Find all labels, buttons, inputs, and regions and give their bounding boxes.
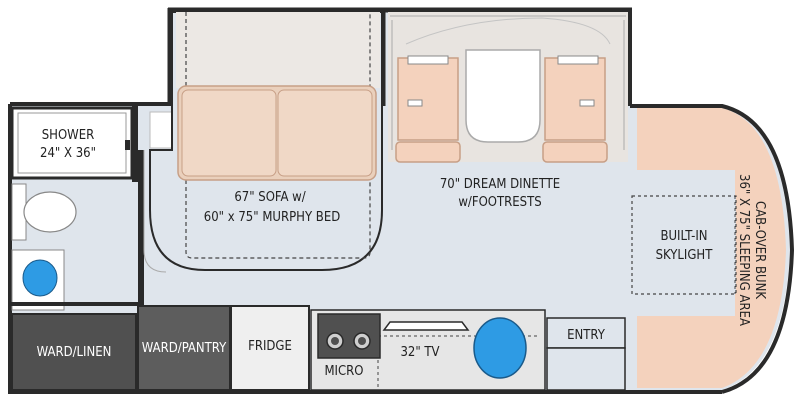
tv-label: 32" TV xyxy=(400,345,439,360)
shower-size-label: 24" X 36" xyxy=(40,146,96,161)
shower-drain-icon xyxy=(125,140,130,150)
sofa-side-table xyxy=(149,111,173,149)
ward-linen-cabinet: WARD/LINEN xyxy=(11,313,137,391)
ward-pantry-label: WARD/PANTRY xyxy=(142,341,227,356)
dinette-label: 70" DREAM DINETTE xyxy=(440,177,560,192)
sofa-cushion-left xyxy=(181,89,277,177)
bath-door-wall xyxy=(138,150,144,306)
sofa-label: 67" SOFA w/ xyxy=(234,190,305,205)
bath-wall xyxy=(132,106,138,182)
shower-label: SHOWER xyxy=(42,128,95,143)
cabover-bunk: CAB-OVER BUNK 36" X 75" SLEEPING AREA xyxy=(734,174,767,326)
bathroom-sink xyxy=(11,249,65,311)
walls xyxy=(8,7,795,394)
kitchen-sink-icon xyxy=(473,317,527,379)
dream-dinette: 70" DREAM DINETTE w/FOOTRESTS xyxy=(388,12,628,210)
fridge: FRIDGE xyxy=(230,305,310,391)
micro-label: MICRO xyxy=(324,364,363,379)
fridge-label: FRIDGE xyxy=(248,339,292,354)
footrests-label: w/FOOTRESTS xyxy=(458,195,541,210)
dinette-bench-left xyxy=(397,57,459,141)
murphy-bed-label: 60" x 75" MURPHY BED xyxy=(204,210,340,225)
tv-icon xyxy=(382,321,470,331)
sofa-murphy-bed: 67" SOFA w/ 60" x 75" MURPHY BED xyxy=(149,11,383,271)
entry: ENTRY xyxy=(546,317,626,391)
ward-linen-label: WARD/LINEN xyxy=(37,345,112,360)
shower: SHOWER 24" X 36" xyxy=(10,106,134,180)
sofa-cushion-right xyxy=(277,89,373,177)
bath-door-swing xyxy=(143,150,167,273)
footrest-right xyxy=(542,141,608,163)
cabover-size-label: 36" X 75" SLEEPING AREA xyxy=(736,174,751,326)
microwave: MICRO xyxy=(317,313,381,379)
cabover-bunk-area xyxy=(637,108,786,388)
toilet-icon xyxy=(11,183,77,241)
cabover-bunk-label: CAB-OVER BUNK xyxy=(752,201,767,299)
ward-pantry-cabinet: WARD/PANTRY xyxy=(137,305,231,391)
skylight-label: BUILT-IN xyxy=(660,229,707,244)
dinette-table xyxy=(465,49,541,143)
built-in-skylight: BUILT-IN SKYLIGHT xyxy=(631,195,737,295)
dinette-bench-right xyxy=(544,57,606,141)
skylight-label-2: SKYLIGHT xyxy=(656,248,714,263)
entry-label: ENTRY xyxy=(567,328,606,343)
footrest-left xyxy=(395,141,461,163)
